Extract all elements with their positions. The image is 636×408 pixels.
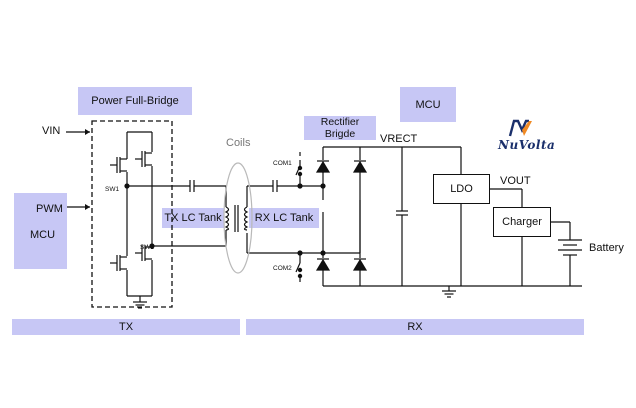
tx-lc-tank-label: TX LC Tank [162,208,224,228]
coils-ellipse [223,162,253,274]
diode-d1 [315,160,331,173]
tx-section-bar: TX [12,319,240,335]
mcu-tx-label: MCU [30,229,56,241]
battery-label: Battery [589,242,624,254]
mosfet-q2 [135,151,152,167]
com2-label: COM2 [273,265,292,272]
vin-label: VIN [42,125,61,137]
rx-section-bar: RX [246,319,584,335]
sw1-label: SW1 [105,186,120,193]
rx-lc-tank-label: RX LC Tank [249,208,319,228]
rectifier-bridge-label: Rectifier Brigde [304,116,376,140]
rectifier-label-line1: Rectifier [320,116,360,128]
power-full-bridge-label: Power Full-Bridge [78,87,192,115]
full-bridge-dashed-box [91,120,173,308]
tx-coil [224,206,230,231]
nuvolta-logo-text: NuVolta [498,138,556,152]
pwm-mcu-block: PWM MCU [14,193,67,269]
mosfet-q3 [110,255,127,271]
nuvolta-logo-mark [508,119,532,137]
mcu-rx-label: MCU [400,87,456,122]
diode-d2 [352,160,368,173]
vrect-label: VRECT [380,133,418,145]
vout-label: VOUT [500,175,531,187]
diode-d4 [352,258,368,271]
mosfet-q1 [110,157,128,173]
diode-d3 [315,258,331,271]
ldo-block: LDO [433,174,490,204]
sw2-label: SW2 [140,244,155,251]
rx-coil [243,206,249,231]
pwm-label: PWM [36,203,63,215]
mosfet-q4 [135,245,152,261]
com1-label: COM1 [273,160,292,167]
coils-label: Coils [226,137,251,149]
charger-block: Charger [493,207,551,237]
rectifier-label-line2: Brigde [324,128,356,140]
